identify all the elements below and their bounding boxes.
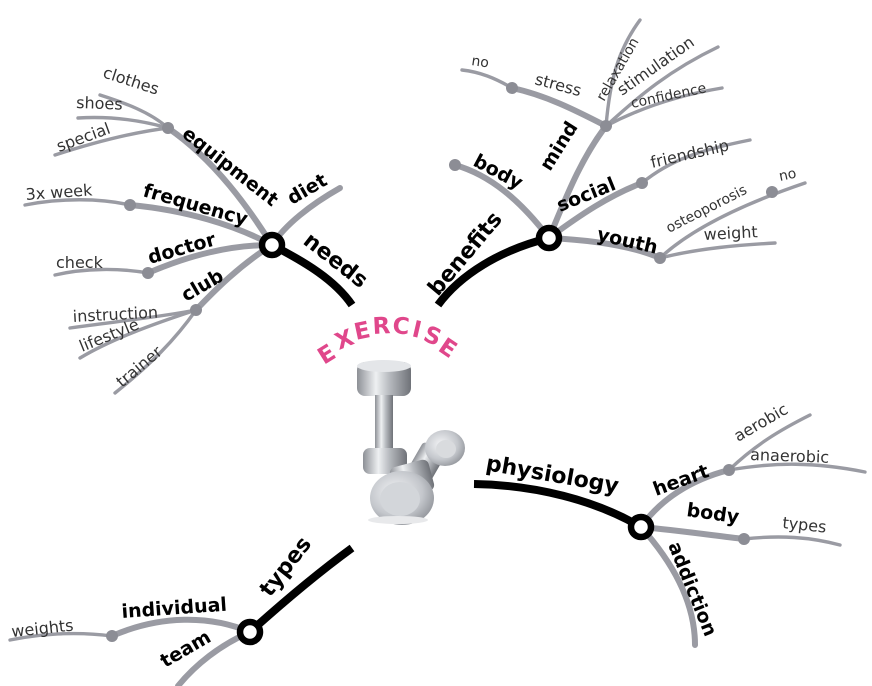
node-dot [190,304,202,316]
anaerobic-label: anaerobic [750,445,830,467]
types-hub [240,622,260,642]
special-label: special [54,119,113,156]
node-dot [142,267,154,279]
physiology-branch: physiology heart body addiction aerobic … [474,399,865,645]
node-dot [636,177,648,189]
types-branch: types individual team weights [10,532,352,686]
node-dot [162,122,174,134]
trainer-label: trainer [112,342,166,391]
node-dot [738,533,750,545]
diet-label: diet [284,169,331,209]
team-label: team [157,626,215,672]
node-dot [766,186,778,198]
mind-label: mind [536,118,583,175]
types-label: types [255,532,317,601]
shoes-label: shoes [76,93,123,114]
heart-label: heart [650,460,712,500]
node-dot [506,82,518,94]
exercise-letter: R [372,313,392,340]
dumbbell-icon [357,360,465,525]
node-dot [124,199,136,211]
types-leaf-label: types [782,513,828,537]
check-label: check [56,253,104,272]
physiology-hub [631,517,651,537]
weights-label: weights [10,616,74,641]
node-dot [106,630,118,642]
node-dot [723,464,735,476]
youth-no-label: no [778,166,798,185]
benefits-branch: benefits body mind social youth stress n… [423,20,805,305]
benefits-hub [539,228,559,248]
node-dot [449,159,461,171]
no-label: no [470,53,490,71]
exercise-letter: C [391,313,411,340]
node-dot [600,120,612,132]
physiology-body-label: body [685,499,741,528]
needs-hub [262,235,282,255]
friendship-label: friendship [649,135,731,171]
aerobic-label: aerobic [731,399,792,445]
weight-label: weight [703,222,758,244]
youth-label: youth [595,223,660,258]
